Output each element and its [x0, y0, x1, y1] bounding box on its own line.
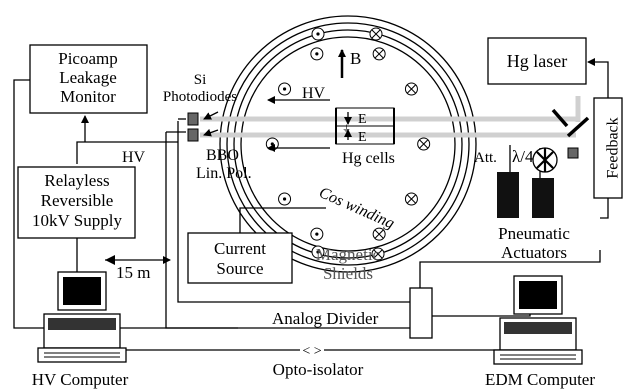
picoamp-line-1: Picoamp	[58, 49, 118, 68]
bbo-label: BBO	[206, 147, 239, 164]
opto-isolator-symbol: < >	[302, 344, 321, 359]
winding-dot-center	[316, 32, 320, 36]
photodiodes-label: Photodiodes	[163, 89, 237, 105]
winding-cross-mark	[373, 249, 383, 259]
lin-pol-label: Lin. Pol.	[196, 165, 252, 182]
relayless-line-1: Relayless	[44, 171, 109, 190]
winding-cross-mark	[371, 29, 381, 39]
relayless-line-2: Reversible	[41, 191, 114, 210]
winding-cross-mark	[407, 84, 416, 94]
winding-cross-mark	[419, 139, 429, 149]
picoamp-monitor-box	[29, 44, 148, 114]
winding-cross-mark	[407, 194, 416, 204]
picoamp-line-2: Leakage	[59, 68, 117, 87]
quarter-wave-label: λ/4	[512, 147, 534, 166]
winding-dot-center	[282, 197, 287, 201]
edm-computer-label: EDM Computer	[485, 370, 595, 389]
e-field-label-top: E	[358, 112, 367, 127]
hg-laser-label: Hg laser	[507, 51, 567, 71]
magnetic-shield-rings	[219, 15, 477, 273]
hv-shield-label: HV	[302, 85, 326, 102]
winding-dot-center	[315, 232, 319, 236]
hg-laser-box	[487, 37, 587, 85]
cos-winding-label: Cos winding	[316, 184, 396, 232]
hv-computer-label: HV Computer	[32, 370, 129, 389]
current-label: Current	[214, 239, 266, 258]
cos-winding-symbols	[265, 27, 431, 261]
relayless-line-3: 10kV Supply	[32, 211, 122, 230]
winding-cross-mark	[374, 49, 384, 59]
si-label: Si	[194, 72, 207, 88]
actuators-label: Actuators	[501, 243, 567, 262]
analog-divider-box	[409, 287, 433, 339]
e-field-label-bottom: E	[358, 130, 367, 145]
magnetic-label: Magnetic	[316, 245, 381, 264]
attenuator-label: Att.	[474, 150, 497, 166]
hv-supply-output-label: HV	[122, 149, 146, 166]
picoamp-label: Picoamp Leakage Monitor	[58, 49, 118, 106]
feedback-label: Feedback	[605, 117, 622, 178]
winding-dot-center	[316, 250, 320, 254]
b-field-label: B	[350, 49, 361, 68]
ground-symbol: ⏚	[342, 124, 351, 134]
analog-divider-label: Analog Divider	[272, 309, 379, 328]
opto-symbol-bg	[300, 344, 324, 356]
opto-isolator-label: Opto-isolator	[273, 360, 364, 379]
hg-cells-label: Hg cells	[342, 150, 395, 167]
picoamp-line-3: Monitor	[60, 87, 116, 106]
photodiodes	[187, 111, 219, 142]
hv-computer	[37, 271, 127, 363]
optics	[497, 108, 590, 218]
laser-beams	[200, 96, 581, 138]
winding-dot-center	[315, 52, 319, 56]
pneumatic-label: Pneumatic	[498, 224, 570, 243]
edm-computer	[493, 275, 583, 365]
winding-dot-center	[270, 142, 274, 146]
winding-cross-mark	[374, 229, 384, 239]
hv-supply-box	[17, 166, 136, 239]
distance-label: 15 m	[116, 263, 150, 282]
source-label: Source	[216, 259, 263, 278]
hg-cells	[335, 107, 395, 145]
winding-dot-center	[282, 87, 287, 91]
shields-label: Shields	[323, 264, 373, 283]
